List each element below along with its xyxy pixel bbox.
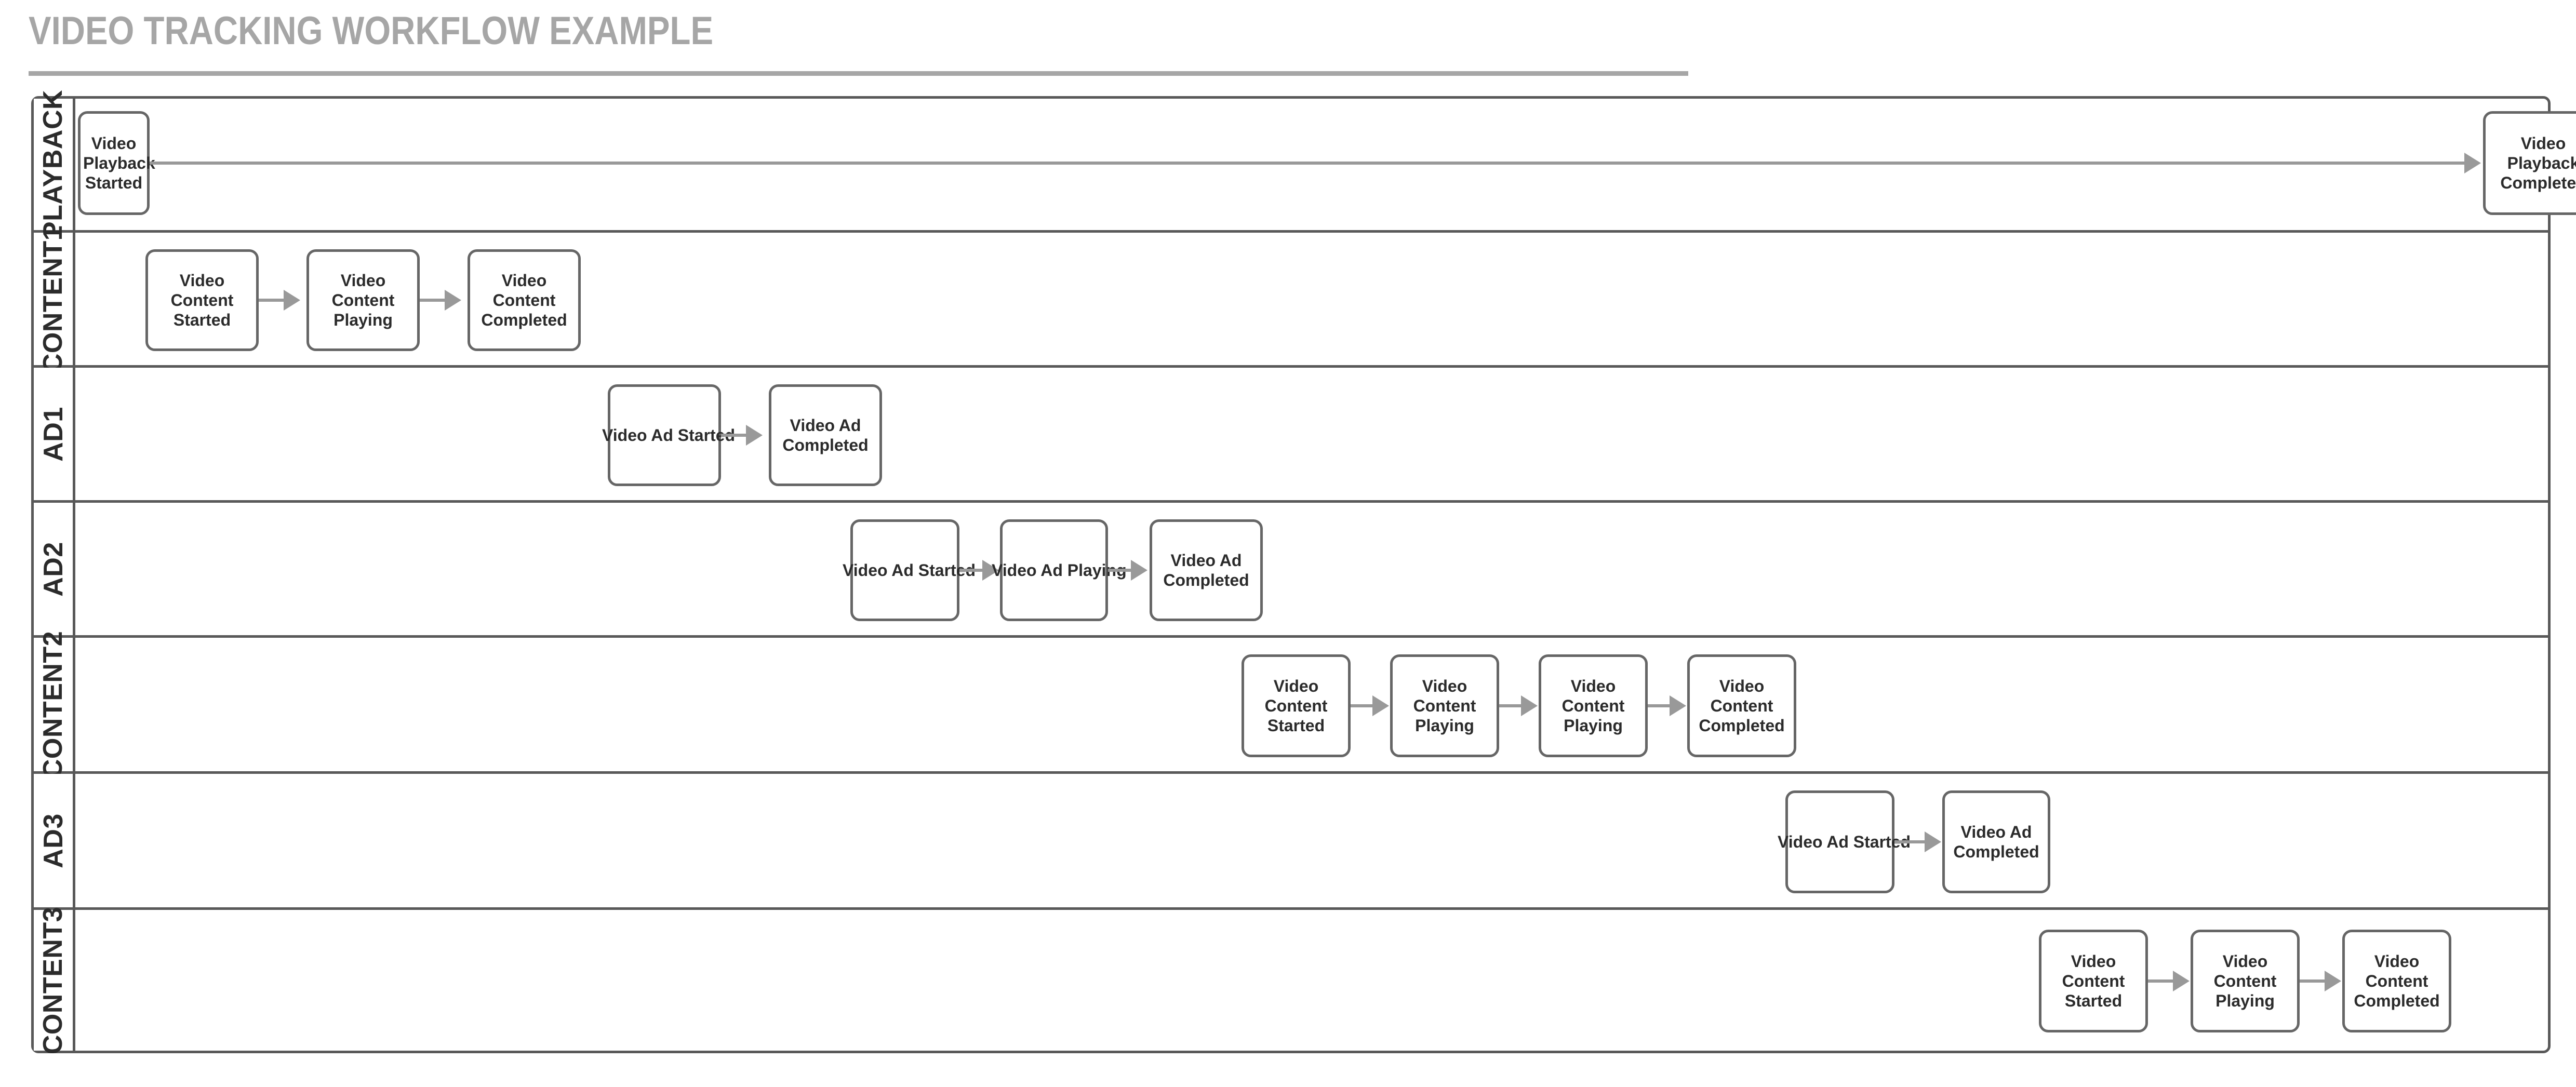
node-video-ad-started[interactable]: Video Ad Started xyxy=(843,519,976,621)
lane-body-playback: Video Playback Started Video Playback Co… xyxy=(78,99,2576,230)
swimlane-pool: PLAYBACK Video Playback Started Video Pl… xyxy=(31,89,2576,1054)
lane-label: AD3 xyxy=(38,813,69,868)
lane-body-content3: Video Content Started Video Content Play… xyxy=(78,910,2548,1051)
node-label: Video Ad Completed xyxy=(1953,823,2039,861)
node-video-ad-completed[interactable]: Video Ad Completed xyxy=(1942,790,2050,893)
lane-label: CONTENT3 xyxy=(38,906,69,1054)
node-video-content-playing-1[interactable]: Video Content Playing xyxy=(1390,654,1499,757)
connector-arrowhead xyxy=(746,425,763,446)
swimlane-ad1: AD1 Video Ad Started Video Ad Completed xyxy=(34,368,2548,503)
node-video-content-completed[interactable]: Video Content Completed xyxy=(468,249,581,351)
lane-header-content2: CONTENT2 xyxy=(34,630,75,779)
lane-header-ad1: AD1 xyxy=(34,368,75,500)
connector-ad2-2 xyxy=(1108,569,1131,572)
node-video-content-started[interactable]: Video Content Started xyxy=(145,249,259,351)
lane-label: AD1 xyxy=(38,406,69,462)
connector-arrowhead xyxy=(2464,153,2481,173)
node-label: Video Playback Completed xyxy=(2500,134,2576,192)
connector-content2-3 xyxy=(1648,704,1670,707)
node-label: Video Content Started xyxy=(170,271,234,329)
node-label: Video Content Completed xyxy=(1699,677,1785,735)
lane-label: AD2 xyxy=(38,541,69,597)
node-label: Video Content Playing xyxy=(1413,677,1476,735)
connector-content3-2 xyxy=(2300,979,2325,983)
lane-body-ad1: Video Ad Started Video Ad Completed xyxy=(78,368,2548,500)
connector-arrowhead xyxy=(1925,831,1941,852)
lane-label: PLAYBACK xyxy=(38,89,69,239)
node-video-content-playing-2[interactable]: Video Content Playing xyxy=(1539,654,1648,757)
lane-body-content1: Video Content Started Video Content Play… xyxy=(78,233,2548,365)
node-video-content-completed[interactable]: Video Content Completed xyxy=(2342,930,2451,1032)
swimlane-ad2: AD2 Video Ad Started Video Ad Playing Vi… xyxy=(34,503,2548,638)
lane-body-content2: Video Content Started Video Content Play… xyxy=(78,638,2548,771)
connector-playback-1 xyxy=(150,162,2466,165)
connector-ad1-1 xyxy=(721,434,746,437)
node-label: Video Content Started xyxy=(2062,952,2125,1010)
connector-arrowhead xyxy=(1131,560,1147,581)
connector-arrowhead xyxy=(445,290,461,311)
connector-content2-1 xyxy=(1351,704,1372,707)
swimlane-playback: PLAYBACK Video Playback Started Video Pl… xyxy=(34,89,2576,239)
connector-arrowhead xyxy=(1521,695,1538,716)
connector-ad2-1 xyxy=(959,569,982,572)
connector-arrowhead xyxy=(2325,971,2341,991)
lane-body-ad3: Video Ad Started Video Ad Completed xyxy=(78,774,2548,907)
node-video-ad-started[interactable]: Video Ad Started xyxy=(602,384,735,486)
node-video-content-completed[interactable]: Video Content Completed xyxy=(1687,654,1796,757)
connector-arrowhead xyxy=(2173,971,2190,991)
swimlane-ad3: AD3 Video Ad Started Video Ad Completed xyxy=(34,774,2548,910)
lane-header-content1: CONTENT1 xyxy=(34,225,75,373)
connector-content2-2 xyxy=(1499,704,1521,707)
node-video-content-started[interactable]: Video Content Started xyxy=(1242,654,1351,757)
connector-arrowhead xyxy=(284,290,300,311)
connector-content1-2 xyxy=(420,299,445,302)
connector-arrowhead xyxy=(1372,695,1389,716)
node-label: Video Content Playing xyxy=(2213,952,2277,1010)
node-video-content-playing[interactable]: Video Content Playing xyxy=(306,249,420,351)
node-label: Video Content Completed xyxy=(2354,952,2440,1010)
lane-header-ad3: AD3 xyxy=(34,774,75,907)
title-block: VIDEO TRACKING WORKFLOW EXAMPLE xyxy=(29,9,1691,76)
node-label: Video Content Playing xyxy=(331,271,395,329)
connector-arrowhead xyxy=(1670,695,1686,716)
connector-arrowhead xyxy=(982,560,999,581)
node-label: Video Ad Completed xyxy=(1163,551,1249,589)
node-video-content-playing[interactable]: Video Content Playing xyxy=(2191,930,2300,1032)
node-label: Video Ad Completed xyxy=(782,416,869,454)
connector-ad3-1 xyxy=(1894,840,1925,843)
node-label: Video Content Started xyxy=(1264,677,1328,735)
swimlane-content1: CONTENT1 Video Content Started Video Con… xyxy=(34,225,2548,373)
node-video-ad-completed[interactable]: Video Ad Completed xyxy=(1150,519,1263,621)
node-video-content-started[interactable]: Video Content Started xyxy=(2039,930,2148,1032)
node-video-ad-completed[interactable]: Video Ad Completed xyxy=(769,384,882,486)
title-divider xyxy=(29,71,1688,76)
swimlane-content2: CONTENT2 Video Content Started Video Con… xyxy=(34,630,2548,779)
page-title: VIDEO TRACKING WORKFLOW EXAMPLE xyxy=(29,9,714,53)
lane-label: CONTENT2 xyxy=(38,630,69,779)
node-label: Video Ad Started xyxy=(1778,833,1911,851)
node-label: Video Ad Playing xyxy=(992,561,1127,580)
node-video-playback-started[interactable]: Video Playback Started xyxy=(78,111,155,215)
node-label: Video Ad Started xyxy=(602,426,736,445)
node-label: Video Content Completed xyxy=(481,271,567,329)
swimlane-content3: CONTENT3 Video Content Started Video Con… xyxy=(34,906,2548,1054)
lane-header-content3: CONTENT3 xyxy=(34,906,75,1054)
node-label: Video Playback Started xyxy=(83,134,155,192)
connector-content3-1 xyxy=(2148,979,2173,983)
lane-header-ad2: AD2 xyxy=(34,503,75,635)
node-video-ad-started[interactable]: Video Ad Started xyxy=(1778,790,1911,893)
connector-content1-1 xyxy=(259,299,284,302)
node-video-playback-completed[interactable]: Video Playback Completed xyxy=(2483,111,2576,215)
node-video-ad-playing[interactable]: Video Ad Playing xyxy=(992,519,1127,621)
lane-label: CONTENT1 xyxy=(38,225,69,373)
node-label: Video Ad Started xyxy=(843,561,976,580)
lane-body-ad2: Video Ad Started Video Ad Playing Video … xyxy=(78,503,2548,635)
lane-header-playback: PLAYBACK xyxy=(34,89,75,239)
node-label: Video Content Playing xyxy=(1561,677,1625,735)
